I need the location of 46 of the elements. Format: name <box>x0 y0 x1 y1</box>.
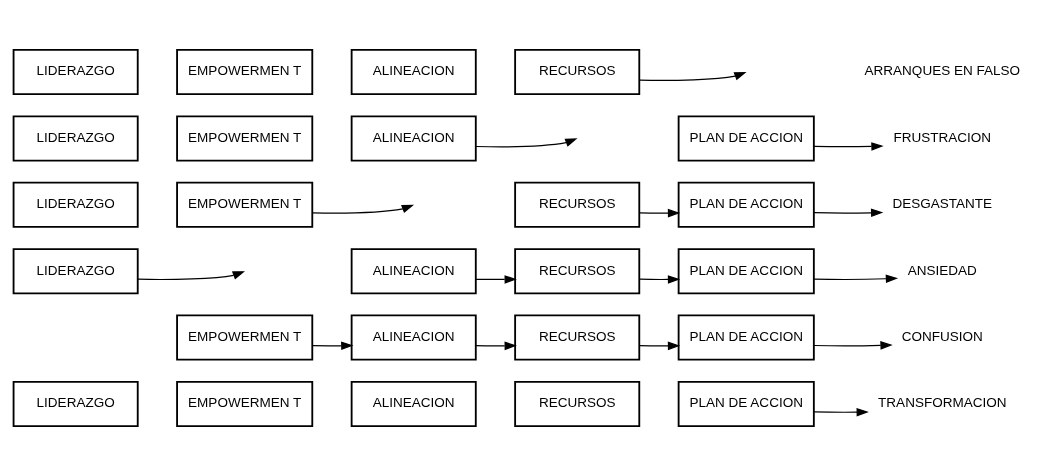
arrow <box>813 274 899 284</box>
node-box: PLAN DE ACCION <box>677 181 815 228</box>
arrow <box>638 341 681 351</box>
arrow <box>475 341 517 351</box>
node-box: LIDERAZGO <box>12 380 139 427</box>
node-box: EMPOWERMEN T <box>176 115 314 162</box>
node-box: ALINEACION <box>350 248 477 295</box>
node-box: RECURSOS <box>514 181 641 228</box>
node-box: RECURSOS <box>514 248 641 295</box>
node-box: LIDERAZGO <box>12 115 139 162</box>
node-box: EMPOWERMEN T <box>176 181 314 228</box>
node-text: ANSIEDAD <box>907 262 977 278</box>
node-box: ALINEACION <box>350 314 477 361</box>
arrow <box>475 138 578 148</box>
arrow <box>475 275 517 284</box>
node-box: RECURSOS <box>514 380 641 427</box>
node-box: LIDERAZGO <box>12 49 139 96</box>
node-box: PLAN DE ACCION <box>677 314 815 361</box>
node-box: PLAN DE ACCION <box>677 248 815 295</box>
node-box: ALINEACION <box>350 49 477 96</box>
arrow <box>813 407 869 417</box>
label: ARRANQUES EN FALSO <box>864 63 1021 79</box>
arrow <box>638 208 681 218</box>
arrow <box>813 341 893 350</box>
node-box: PLAN DE ACCION <box>677 115 815 162</box>
node-box: EMPOWERMEN T <box>176 380 314 427</box>
node-box: EMPOWERMEN T <box>176 49 314 96</box>
node-text: TRANSFORMACION <box>878 395 1007 411</box>
arrow <box>312 204 415 214</box>
arrow <box>312 341 354 351</box>
node-box: EMPOWERMEN T <box>176 314 314 361</box>
arrow <box>813 208 884 218</box>
node-box: RECURSOS <box>514 314 641 361</box>
node-box: LIDERAZGO <box>12 181 139 228</box>
node-box: LIDERAZGO <box>12 248 139 295</box>
node-box: RECURSOS <box>514 49 641 96</box>
arrow <box>638 72 747 81</box>
node-box: ALINEACION <box>350 380 477 427</box>
node-text: DESGASTANTE <box>892 196 993 212</box>
arrow <box>638 275 681 284</box>
node-text: CONFUSION <box>901 329 983 345</box>
node-box: PLAN DE ACCION <box>677 380 815 427</box>
arrow <box>813 142 884 151</box>
node-text: FRUSTRACION <box>893 129 992 145</box>
arrow <box>137 271 246 281</box>
node-box: ALINEACION <box>350 115 477 162</box>
